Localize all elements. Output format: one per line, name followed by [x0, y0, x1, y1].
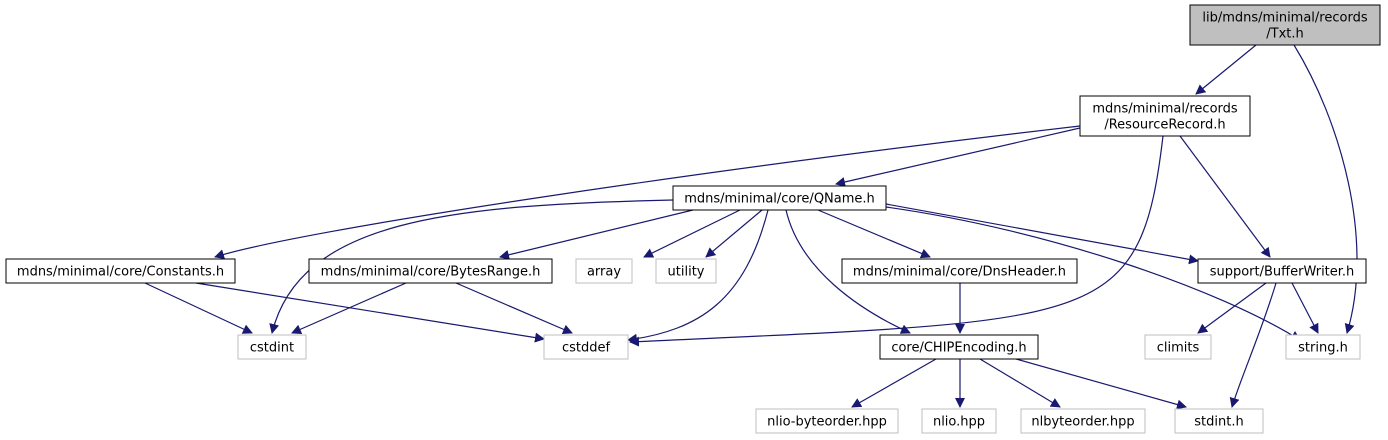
node-climits[interactable]: climits [1144, 334, 1212, 360]
node-label: climits [1157, 341, 1200, 356]
edge-constants-to-cstddef [195, 282, 545, 343]
node-array[interactable]: array [575, 258, 633, 284]
node-box [543, 334, 629, 360]
edge-constants-to-cstdint [144, 282, 253, 334]
edges-layer [144, 44, 1358, 410]
node-nlio[interactable]: nlio.hpp [921, 408, 997, 434]
edge-bufferwriter-to-stdint [1229, 282, 1277, 408]
node-box [575, 258, 633, 284]
node-label: nlbyteorder.hpp [1031, 415, 1134, 430]
node-bytesrange[interactable]: mdns/minimal/core/BytesRange.h [308, 258, 553, 284]
node-box [672, 185, 887, 211]
edge-chipencoding-to-nlbyteorder [979, 358, 1061, 408]
edge-bufferwriter-to-string [1291, 282, 1319, 334]
node-chipencoding[interactable]: core/CHIPEncoding.h [879, 334, 1039, 360]
node-box [1144, 334, 1212, 360]
node-label: nlio-byteorder.hpp [767, 415, 887, 430]
node-label: mdns/minimal/core/Constants.h [17, 265, 224, 280]
node-box [237, 334, 307, 360]
edge-qname-to-bytesrange [499, 209, 694, 260]
node-box [1079, 95, 1251, 137]
edge-resourcerecord-to-constants [214, 125, 1081, 260]
node-box [921, 408, 997, 434]
edge-resourcerecord-to-qname [835, 127, 1081, 187]
edge-qname-to-utility [705, 209, 763, 258]
nodes-layer: lib/mdns/minimal/records/Txt.h mdns/minim… [5, 4, 1381, 434]
node-nlbyteorder[interactable]: nlbyteorder.hpp [1020, 408, 1146, 434]
node-box [879, 334, 1039, 360]
node-label: /Txt.h [1266, 27, 1303, 42]
node-cstddef[interactable]: cstddef [543, 334, 629, 360]
node-box [1285, 334, 1361, 360]
edge-bytesrange-to-cstdint [291, 282, 407, 334]
edge-resourcerecord-to-cstddef [629, 135, 1164, 347]
edge-qname-to-cstddef [627, 209, 769, 344]
node-dnsheader[interactable]: mdns/minimal/core/DnsHeader.h [841, 258, 1078, 284]
node-string[interactable]: string.h [1285, 334, 1361, 360]
node-box [841, 258, 1078, 284]
node-label: mdns/minimal/core/BytesRange.h [321, 265, 541, 280]
node-label: stdint.h [1194, 415, 1243, 430]
edge-chipencoding-to-nlio-byteorder [851, 358, 937, 408]
node-box [1189, 4, 1381, 46]
node-box [655, 258, 717, 284]
edge-bufferwriter-to-climits [1197, 282, 1267, 334]
edge-resourcerecord-to-bufferwriter [1179, 135, 1271, 258]
node-box [755, 408, 899, 434]
node-utility[interactable]: utility [655, 258, 717, 284]
node-label: string.h [1298, 341, 1348, 356]
edge-qname-to-dnsheader [817, 209, 931, 259]
node-qname[interactable]: mdns/minimal/core/QName.h [672, 185, 887, 211]
node-label: /ResourceRecord.h [1104, 118, 1225, 133]
node-txt[interactable]: lib/mdns/minimal/records/Txt.h [1189, 4, 1381, 46]
node-label: utility [668, 265, 705, 280]
node-box [308, 258, 553, 284]
node-stdint[interactable]: stdint.h [1174, 408, 1264, 434]
node-label: mdns/minimal/records [1092, 102, 1238, 117]
node-label: array [587, 265, 621, 280]
node-label: cstdint [250, 341, 294, 356]
node-label: mdns/minimal/core/QName.h [684, 192, 875, 207]
node-label: nlio.hpp [933, 415, 985, 430]
node-box [1197, 258, 1367, 284]
edge-qname-to-cstdint [269, 199, 674, 334]
node-label: support/BufferWriter.h [1210, 265, 1355, 280]
node-nlio-byteorder[interactable]: nlio-byteorder.hpp [755, 408, 899, 434]
edge-chipencoding-to-stdint [1015, 358, 1187, 410]
edge-qname-to-chipencoding [785, 209, 911, 334]
node-box [1174, 408, 1264, 434]
edge-txt-to-resourcerecord [1195, 44, 1257, 95]
node-label: mdns/minimal/core/DnsHeader.h [853, 265, 1066, 280]
node-box [5, 258, 236, 284]
node-label: core/CHIPEncoding.h [891, 341, 1026, 356]
edge-qname-to-string [885, 206, 1301, 341]
node-resourcerecord[interactable]: mdns/minimal/records/ResourceRecord.h [1079, 95, 1251, 137]
node-label: lib/mdns/minimal/records [1202, 11, 1367, 26]
edge-qname-to-array [643, 209, 741, 258]
edge-txt-to-string [1293, 44, 1358, 334]
edge-bytesrange-to-cstddef [455, 282, 573, 335]
node-constants[interactable]: mdns/minimal/core/Constants.h [5, 258, 236, 284]
node-bufferwriter[interactable]: support/BufferWriter.h [1197, 258, 1367, 284]
edge-qname-to-bufferwriter [885, 203, 1199, 265]
node-box [1020, 408, 1146, 434]
node-cstdint[interactable]: cstdint [237, 334, 307, 360]
node-label: cstddef [562, 341, 611, 356]
